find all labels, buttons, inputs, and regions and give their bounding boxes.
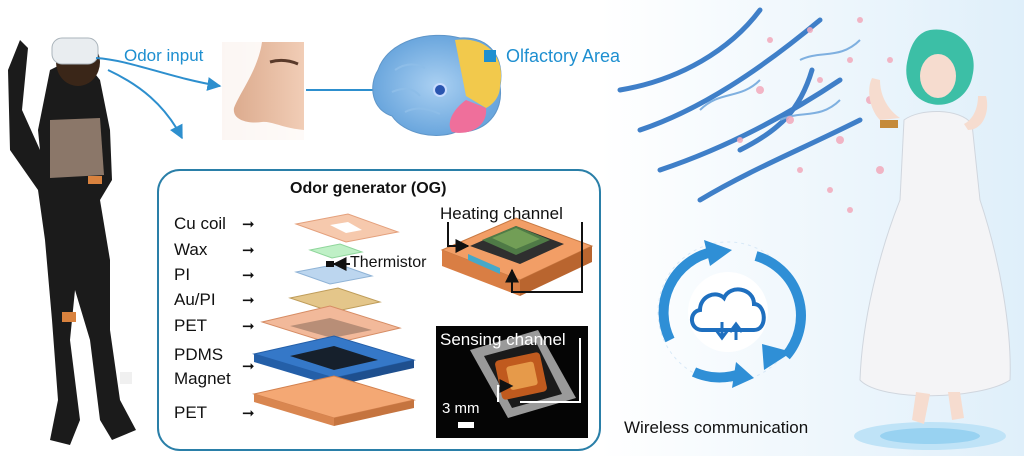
layer-arrow-3: ➞	[242, 267, 255, 284]
layer-arrow-4: ➞	[242, 292, 255, 309]
thermistor-label: Thermistor	[350, 254, 427, 271]
cloud-sync-icon	[688, 272, 768, 352]
olfactory-area-label: Olfactory Area	[506, 46, 621, 66]
layer-arrow-7: ➞	[242, 405, 255, 422]
layer-label-magnet: Magnet	[174, 369, 231, 388]
odor-arrow-to-nose	[95, 57, 222, 91]
og-title: Odor generator (OG)	[290, 180, 447, 197]
scale-bar-label: 3 mm	[442, 400, 480, 417]
layer-label-cu-coil: Cu coil	[174, 214, 226, 233]
odor-input-label: Odor input	[124, 46, 204, 65]
layer-arrow-5: ➞	[242, 318, 255, 335]
layer-label-pdms: PDMS	[174, 345, 224, 364]
layer-label-pi: PI	[174, 265, 191, 284]
heating-channel-device	[440, 217, 594, 296]
sensing-callout-right	[520, 338, 581, 403]
olfactory-area-square-icon	[484, 50, 496, 62]
wireless-communication-label: Wireless communication	[624, 418, 809, 437]
heating-callout-left	[447, 222, 470, 253]
layer-arrow-2: ➞	[242, 242, 255, 259]
layer-label-wax: Wax	[174, 240, 208, 259]
layer-label-pet-bottom: PET	[174, 403, 208, 422]
woman-vr-figure	[8, 37, 136, 445]
sensing-channel-label: Sensing channel	[440, 330, 566, 349]
blossom-tree	[617, 7, 893, 213]
layer-arrow-1: ➞	[242, 216, 255, 233]
cycle-arrows-icon	[657, 240, 806, 388]
heating-callout-right	[505, 222, 583, 293]
heating-channel-label: Heating channel	[440, 204, 563, 223]
layer-label-pet-top: PET	[174, 316, 208, 335]
nose-image	[222, 42, 304, 140]
og-layer-stack	[252, 213, 416, 426]
layer-label-au-pi: Au/PI	[174, 290, 216, 309]
odor-arrow-to-og	[107, 69, 183, 140]
layer-arrow-6: ➞	[242, 358, 255, 375]
anime-girl-figure	[854, 29, 1011, 450]
sensing-callout-left	[497, 379, 514, 402]
brain-illustration	[372, 34, 502, 136]
